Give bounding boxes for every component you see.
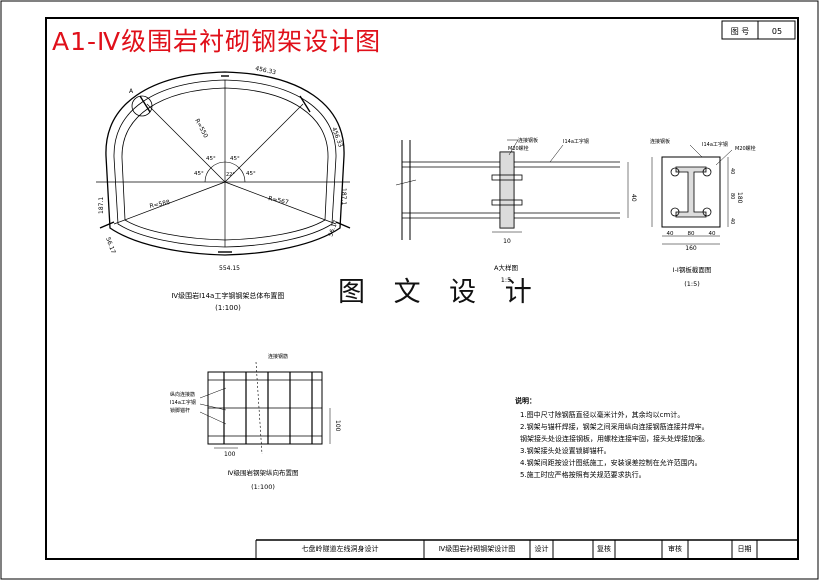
angle-3-label: 45°: [194, 171, 204, 177]
notes-line-5: 4.钢架间距按设计图纸施工，安装误差控制在允许范围内。: [520, 459, 702, 467]
section-w2: 80: [688, 231, 695, 237]
arch-caption: Ⅳ级围岩I14a工字钢钢架总体布置图: [172, 291, 285, 300]
section-w-total: 160: [685, 245, 697, 252]
arc-right2-dim: 187.1: [340, 188, 347, 205]
section-h2: 80: [729, 193, 735, 199]
arc-top-dim: 456.33: [255, 65, 277, 76]
section-detail: [651, 144, 733, 245]
point-a-label: A: [129, 88, 134, 95]
angle-4-label: 45°: [246, 171, 256, 177]
arc-right-dim: 456.33: [330, 126, 344, 148]
radius-top-label: R=550: [193, 118, 209, 140]
section-h-total: 180: [736, 192, 743, 204]
notes-line-1: 1.图中尺寸除钢筋直径以毫米计外，其余均以cm计。: [520, 411, 685, 419]
arch-scale: (1:100): [215, 304, 241, 312]
notes-line-2: 2.钢架与锚杆焊接，钢架之间采用纵向连接钢筋连接并焊牢。: [520, 423, 709, 431]
angle-2-label: 45°: [230, 156, 240, 162]
arch-drawing: [96, 71, 351, 256]
layout-label-3: 锁脚锚杆: [170, 407, 190, 414]
title-block-drawing: Ⅳ级围岩衬砌钢架设计图: [438, 545, 516, 553]
drawing-number-value: 05: [772, 27, 782, 36]
joint-dim-height: 40: [630, 194, 637, 202]
drawing-number-box: 图 号 05: [721, 20, 796, 40]
title-block-project: 七盘岭隧道左线洞身设计: [301, 545, 379, 553]
joint-label-bolt: M20螺栓: [508, 145, 529, 152]
arc-left-dim: 187.1: [98, 197, 105, 214]
section-label-beam: I14a工字钢: [702, 141, 728, 148]
layout-label-1: 纵向连接筋: [170, 391, 195, 398]
layout-label-top: 连接钢筋: [268, 353, 288, 360]
page-title: A1-Ⅳ级围岩衬砌钢架设计图: [52, 27, 382, 56]
section-w1: 40: [667, 231, 674, 237]
inner-frame: [45, 17, 799, 560]
section-h3: 40: [729, 218, 735, 224]
angle-1-label: 45°: [206, 156, 216, 162]
section-labels: 连接钢板 I14a工字钢 M20螺栓 40 80 40 160 180 40 8…: [650, 138, 756, 288]
angle-5-label: 22°: [226, 172, 235, 178]
section-w3: 40: [709, 231, 716, 237]
notes-line-3: 钢架接头处设连接钢板，用螺栓连接牢固，接头处焊接加强。: [520, 435, 709, 443]
notes-line-4: 3.钢架接头处设置锁脚锚杆。: [520, 447, 611, 455]
layout-dim-h: 100: [224, 451, 236, 458]
layout-dim-v: 100: [334, 420, 341, 432]
drawing-number-label: 图 号: [731, 27, 750, 36]
layout-scale: (1:100): [251, 483, 275, 491]
joint-label-beam: I14a工字钢: [563, 138, 589, 145]
section-label-bolt: M20螺栓: [735, 145, 756, 152]
section-caption: Ⅰ-Ⅰ钢板截面图: [673, 265, 712, 274]
title-block-date: 日期: [737, 545, 752, 553]
joint-caption: A大样图: [494, 263, 518, 272]
joint-dim-width: 10: [503, 238, 511, 245]
radius-right-label: R=567: [268, 195, 290, 206]
section-label-plate: 连接钢板: [650, 138, 670, 145]
title-block: [255, 539, 798, 559]
layout-labels: 连接钢筋 纵向连接筋 I14a工字钢 锁脚锚杆 100 100 Ⅳ级围岩钢架纵向…: [170, 353, 341, 491]
joint-label-plate: 连接钢板: [518, 137, 538, 144]
notes-line-6: 5.施工时应严格按照有关规范要求执行。: [520, 471, 646, 479]
watermark-text: 图 文 设 计: [338, 277, 542, 308]
arch-labels: A R=550 R=588 R=567 45° 45° 45° 45° 22° …: [98, 65, 347, 312]
layout-label-2: I14a工字钢: [170, 399, 196, 406]
layout-drawing: [199, 361, 331, 455]
title-block-approve: 审核: [668, 545, 682, 553]
title-block-design: 设计: [534, 545, 549, 553]
joint-detail: [395, 139, 629, 240]
layout-caption: Ⅳ级围岩钢架纵向布置图: [228, 468, 299, 477]
section-h1: 40: [729, 168, 735, 174]
arc-left2-dim: 56.17: [104, 236, 117, 255]
radius-left-label: R=588: [149, 199, 171, 210]
joint-labels: 连接钢板 I14a工字钢 M20螺栓 40 10 A大样图 1:5: [494, 137, 637, 284]
arc-bottom-dim: 554.15: [219, 265, 240, 272]
title-block-review: 复核: [597, 545, 611, 553]
notes-heading: 说明：: [515, 397, 536, 405]
joint-scale: 1:5: [501, 276, 511, 284]
section-scale: (1:5): [684, 280, 700, 288]
